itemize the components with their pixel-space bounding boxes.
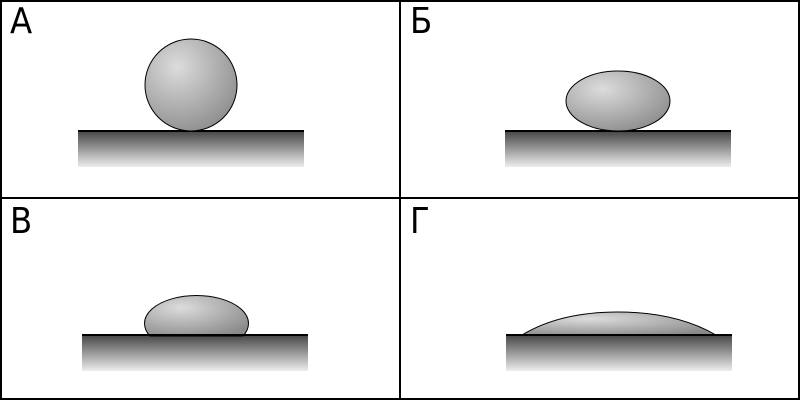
panel-g-surface xyxy=(506,336,732,371)
panel-a-drawing xyxy=(78,38,304,167)
panel-v-drawing xyxy=(82,294,308,371)
panel-g-label: Г xyxy=(410,201,430,242)
panel-v-surface xyxy=(82,336,308,371)
panel-a-surface xyxy=(78,132,304,167)
panel-v-label: В xyxy=(10,201,33,242)
panel-b-label: Б xyxy=(410,1,433,42)
panel-b-drawing xyxy=(505,70,731,167)
panel-b-surface xyxy=(505,132,731,167)
panel-a-label: А xyxy=(10,1,33,42)
panel-a-drop xyxy=(144,38,238,132)
panel-g-drawing xyxy=(506,311,732,371)
panel-v-drop xyxy=(144,294,249,337)
panel-b-drop xyxy=(565,70,671,132)
panel-g-drop xyxy=(520,311,718,336)
